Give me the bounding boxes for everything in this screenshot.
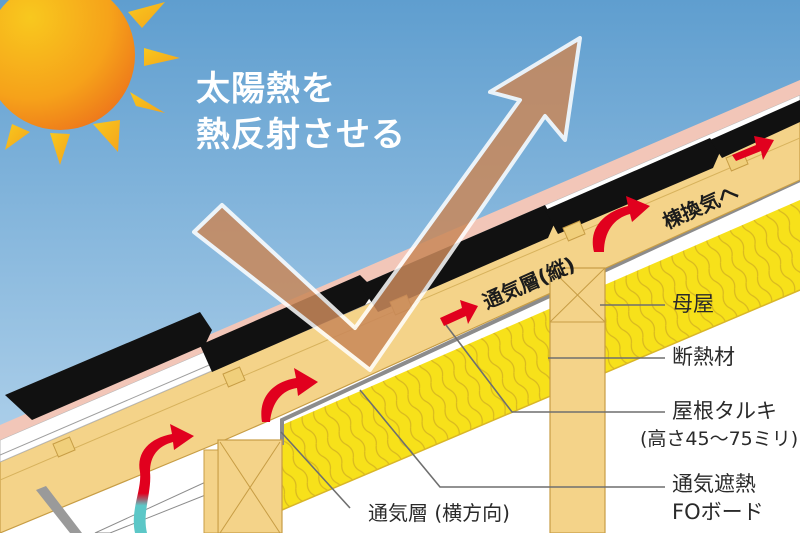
headline-line-1: 太陽熱を <box>196 69 336 109</box>
callout-lines <box>280 304 665 509</box>
headline-line-2: 熱反射させる <box>196 115 406 155</box>
rafter-height-label: (高さ45〜75ミリ) <box>640 428 799 450</box>
sun-icon <box>0 0 180 165</box>
purlin-label: 母屋 <box>672 292 714 316</box>
intake-air-icon <box>133 472 151 533</box>
eave-fascia <box>36 486 82 533</box>
fo-board-label-line-1: 通気遮熱 <box>672 472 756 496</box>
insulation-layer <box>282 200 800 510</box>
rafter-label: 屋根タルキ <box>672 399 777 423</box>
fo-board-label-line-2: FOボード <box>672 500 764 524</box>
purlin-post <box>549 267 606 533</box>
wall-post <box>203 439 283 533</box>
horizontal-air-layer-label: 通気層 (横方向) <box>368 501 510 525</box>
airflow-arrows <box>139 136 774 472</box>
reflect-arrow-icon <box>192 36 582 372</box>
insulation-label: 断熱材 <box>672 345 735 369</box>
fo-board <box>280 178 800 445</box>
